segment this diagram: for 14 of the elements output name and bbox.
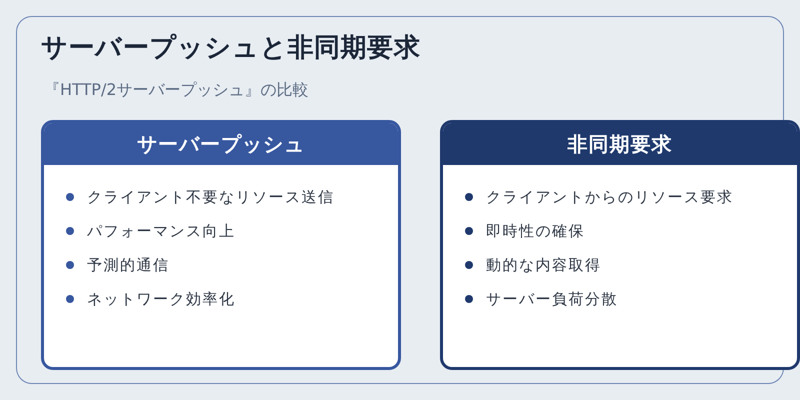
subtitle: 『HTTP/2サーバープッシュ』の比較 <box>44 79 309 101</box>
card <box>41 120 401 370</box>
list-item: ネットワーク効率化 <box>87 289 236 310</box>
list-item: 予測的通信 <box>87 255 170 276</box>
card <box>440 120 800 370</box>
list-item: 即時性の確保 <box>486 221 585 242</box>
title: サーバープッシュと非同期要求 <box>41 32 420 65</box>
list-item: クライアントからのリソース要求 <box>486 187 734 208</box>
list-item: クライアント不要なリソース送信 <box>87 187 334 208</box>
card-header: 非同期要求 <box>443 123 797 165</box>
list-item: サーバー負荷分散 <box>486 289 618 310</box>
card-header: サーバープッシュ <box>44 123 398 165</box>
list-item: パフォーマンス向上 <box>87 221 236 242</box>
list-item: 動的な内容取得 <box>486 255 602 276</box>
